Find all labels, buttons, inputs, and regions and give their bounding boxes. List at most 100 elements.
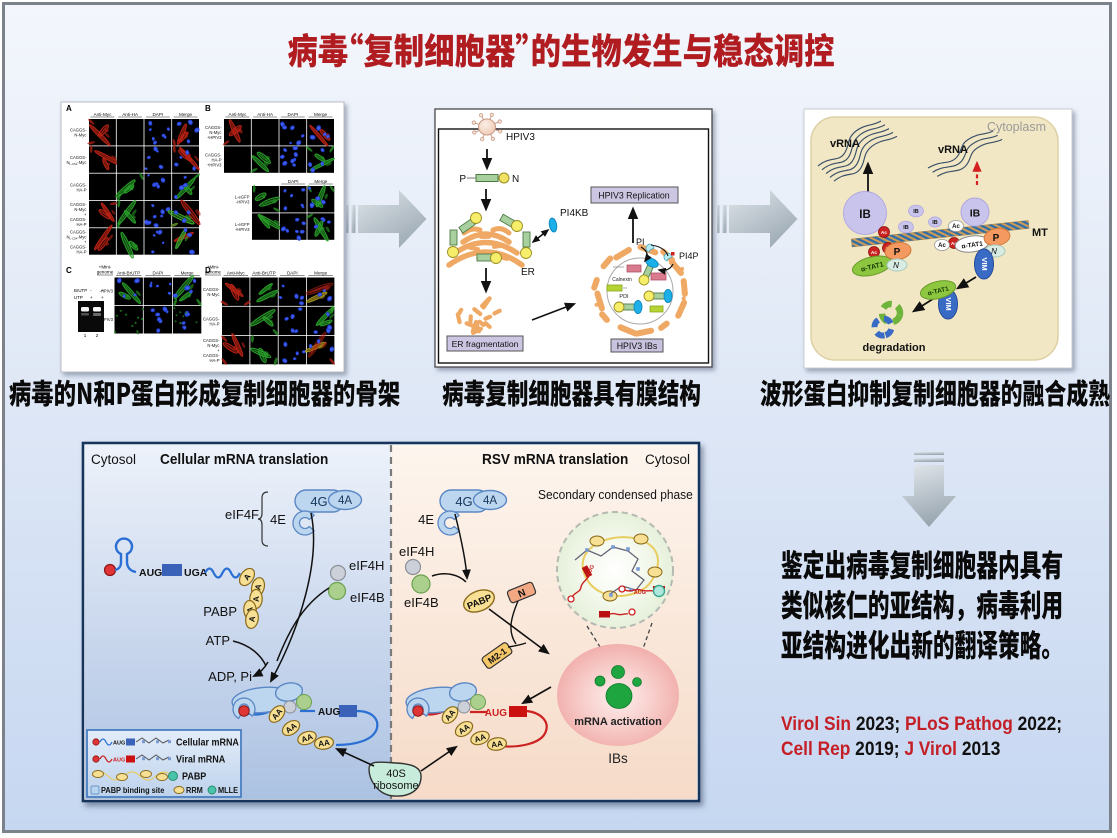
svg-text:AA: AA [473,732,487,744]
svg-text:DAPI: DAPI [287,270,298,275]
svg-text:A: A [252,596,261,602]
svg-text:4G: 4G [455,494,472,509]
svg-text:N-Myc: N-Myc [207,343,219,348]
svg-text:HA-P: HA-P [211,157,221,162]
svg-text:ATP: ATP [206,633,230,648]
svg-text:ribosome: ribosome [373,780,418,792]
svg-text:Ac: Ac [881,230,887,236]
svg-text:A: A [247,615,257,622]
svg-text:degradation: degradation [863,342,926,354]
svg-text:eIF4B: eIF4B [350,590,385,605]
svg-text:P: P [993,233,1000,244]
svg-text:+: + [90,295,93,300]
svg-text:ER: ER [521,267,535,278]
svg-text:D: D [205,266,211,275]
svg-text:B: B [205,104,211,113]
svg-text:PABP: PABP [182,771,207,783]
svg-text:4G: 4G [310,494,327,509]
svg-text:40S: 40S [386,768,406,780]
svg-text:PI4KB: PI4KB [560,208,589,219]
svg-text:Anti-Myc: Anti-Myc [94,112,113,117]
svg-text:N: N [517,587,528,600]
svg-text:RSV mRNA translation: RSV mRNA translation [482,451,628,467]
svg-text:UTP: UTP [74,295,83,300]
svg-text:VIM: VIM [944,297,953,310]
svg-text:AUG: AUG [634,590,646,596]
svg-text:DAPI: DAPI [288,179,299,184]
svg-text:A: A [66,104,72,113]
svg-text:Anti-BrUTP: Anti-BrUTP [117,270,140,275]
svg-text:CAGGS-: CAGGS- [70,244,87,249]
svg-text:Cellular mRNA: Cellular mRNA [176,737,239,749]
svg-text:Cellular mRNA translation: Cellular mRNA translation [160,451,328,467]
svg-text:DAPI: DAPI [152,112,163,117]
svg-text:Anti-Myc: Anti-Myc [227,270,246,275]
svg-text:+: + [101,295,104,300]
svg-text:PABP: PABP [203,604,237,619]
svg-text:IBs: IBs [608,751,628,766]
svg-text:+: + [84,212,87,217]
svg-text:N-Myc: N-Myc [74,133,86,138]
svg-text:-: - [90,288,92,293]
svg-text:2: 2 [96,333,99,338]
svg-text:Virol Sin 2023; PLoS Pathog 20: Virol Sin 2023; PLoS Pathog 2022; [781,712,1062,734]
svg-text:VIM: VIM [980,257,989,270]
svg-text:+: + [101,288,104,293]
svg-text:Merge: Merge [314,179,327,184]
svg-text:HA-P: HA-P [76,222,86,227]
svg-text:+: + [217,348,220,353]
svg-text:IB: IB [903,225,909,231]
svg-text:+HPIV3: +HPIV3 [98,317,113,322]
svg-text:Ac: Ac [938,243,946,249]
svg-text:PABP binding site: PABP binding site [101,786,165,796]
svg-text:A: A [242,572,253,582]
svg-text:A: A [253,583,263,591]
svg-text:DAPI: DAPI [153,270,164,275]
svg-text:PI4P: PI4P [679,251,699,261]
svg-text:genome: genome [205,270,221,275]
svg-text:Merge: Merge [314,112,327,117]
svg-text:ER fragmentation: ER fragmentation [452,339,519,349]
svg-text:Cytosol: Cytosol [645,452,690,467]
svg-text:IB: IB [913,209,919,215]
svg-text:CAGGS-: CAGGS- [203,338,220,343]
svg-text:+HPIV3: +HPIV3 [207,162,222,167]
svg-text:Anti-BrUTP: Anti-BrUTP [252,270,275,275]
svg-text:Calnexin: Calnexin [612,277,632,283]
svg-text:4E: 4E [270,512,286,527]
svg-text:HPIV3: HPIV3 [506,132,535,143]
svg-text:Ac: Ac [951,241,957,247]
svg-text:+Mini-: +Mini- [99,265,112,270]
svg-text:RRM: RRM [186,786,203,796]
svg-text:CAGGS-: CAGGS- [205,125,222,130]
svg-text:AUG: AUG [586,564,597,578]
svg-text:Cell Rep 2019; J Virol 2013: Cell Rep 2019; J Virol 2013 [781,737,1000,759]
svg-text:vRNA: vRNA [830,138,860,150]
svg-text:HA-P: HA-P [209,358,219,363]
svg-text:CAGGS-: CAGGS- [70,202,87,207]
svg-text:genome: genome [97,270,114,275]
svg-text:Viral mRNA: Viral mRNA [176,754,225,766]
svg-text:4A: 4A [338,495,352,507]
svg-text:N: N [512,174,519,185]
svg-text:1: 1 [84,333,87,338]
svg-text:C: C [66,266,72,275]
svg-text:HPIV3 IBs: HPIV3 IBs [617,341,658,351]
svg-text:AUG: AUG [139,567,162,579]
svg-text:AA: AA [318,738,331,749]
svg-text:PI: PI [636,237,645,247]
svg-text:CAGGS-: CAGGS- [70,155,87,160]
svg-text:N-Myc: N-Myc [74,207,86,212]
svg-text:CAGGS-: CAGGS- [70,229,87,234]
svg-text:Cytoplasm: Cytoplasm [987,120,1046,134]
svg-text:Ac: Ac [871,250,877,256]
svg-text:BrUTP: BrUTP [74,288,87,293]
svg-text:AA: AA [491,739,504,750]
svg-text:CAGGS-: CAGGS- [70,217,87,222]
svg-text:MT: MT [1032,227,1048,239]
svg-text:CAGGS-: CAGGS- [203,287,220,292]
svg-text:AA: AA [300,732,314,744]
svg-text:eIF4H: eIF4H [399,544,434,559]
svg-text:mRNA activation: mRNA activation [574,716,662,728]
svg-text:Cytosol: Cytosol [91,452,136,467]
